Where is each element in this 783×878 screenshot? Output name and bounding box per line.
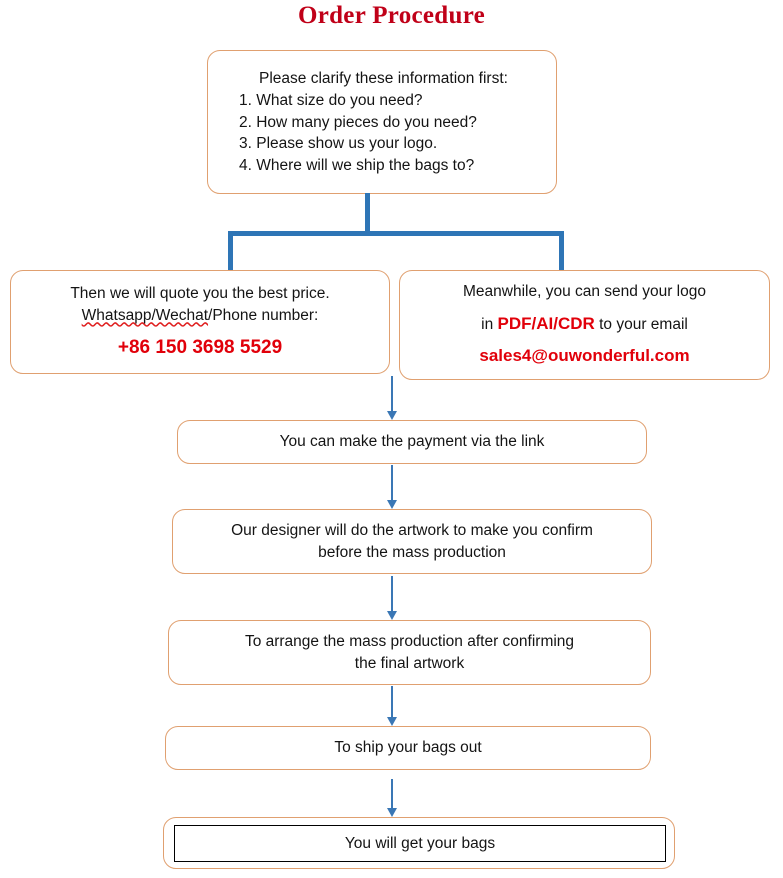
flow-box-clarify: Please clarify these information first: … [207, 50, 557, 194]
massprod-line-2: the final artwork [354, 654, 465, 672]
massprod-line-1: To arrange the mass production after con… [244, 633, 575, 651]
arrow-quote-to-payment-icon [384, 376, 400, 420]
flow-box-send-logo: Meanwhile, you can send your logo in PDF… [399, 270, 770, 380]
arrow-shaft [391, 576, 393, 612]
phone-number[interactable]: +86 150 3698 5529 [117, 336, 283, 358]
flow-box-payment: You can make the payment via the link [177, 420, 647, 464]
final-inner-frame: You will get your bags [174, 825, 666, 862]
quote-line-2-rest: /Phone number: [208, 307, 319, 325]
flow-box-quote: Then we will quote you the best price. W… [10, 270, 390, 374]
arrow-payment-to-artwork-icon [384, 465, 400, 509]
branch-connector-right-leg [559, 231, 564, 271]
page-title: Order Procedure [297, 2, 486, 29]
quote-line-1: Then we will quote you the best price. [70, 284, 330, 302]
arrow-head [387, 411, 397, 420]
arrow-shaft [391, 376, 393, 412]
email-address[interactable]: sales4@ouwonderful.com [479, 346, 690, 366]
arrow-head [387, 500, 397, 509]
flow-box-artwork: Our designer will do the artwork to make… [172, 509, 652, 574]
clarify-question-1: 1. What size do you need? [239, 92, 423, 110]
flow-box-mass-production: To arrange the mass production after con… [168, 620, 651, 685]
clarify-question-3: 3. Please show us your logo. [239, 135, 438, 153]
branch-connector-left-leg [228, 231, 233, 271]
logo-line-1: Meanwhile, you can send your logo [463, 283, 706, 301]
clarify-question-2: 2. How many pieces do you need? [239, 113, 477, 131]
arrow-shaft [391, 779, 393, 809]
arrow-artwork-to-massprod-icon [384, 576, 400, 620]
logo-line-2: in PDF/AI/CDR to your email [481, 314, 688, 335]
flow-box-ship: To ship your bags out [165, 726, 651, 770]
arrow-shaft [391, 686, 393, 718]
quote-spellcheck-text: Whatsapp/Wechat [81, 307, 209, 325]
flow-box-final: You will get your bags [163, 817, 675, 869]
logo-line-2-prefix: in [481, 315, 498, 333]
arrow-massprod-to-ship-icon [384, 686, 400, 726]
arrow-head [387, 717, 397, 726]
file-formats-label: PDF/AI/CDR [497, 313, 595, 333]
arrow-ship-to-final-icon [384, 779, 400, 817]
artwork-line-2: before the mass production [318, 543, 506, 561]
artwork-line-1: Our designer will do the artwork to make… [231, 522, 593, 540]
ship-line-1: To ship your bags out [334, 739, 482, 757]
payment-line-1: You can make the payment via the link [279, 433, 545, 451]
quote-line-2: Whatsapp/Wechat/Phone number: [82, 305, 319, 327]
clarify-question-4: 4. Where will we ship the bags to? [239, 156, 475, 174]
clarify-heading: Please clarify these information first: [259, 70, 508, 88]
arrow-head [387, 611, 397, 620]
final-line-1: You will get your bags [344, 834, 496, 852]
branch-connector-stem [365, 193, 370, 234]
arrow-head [387, 808, 397, 817]
logo-line-2-suffix: to your email [594, 315, 688, 333]
arrow-shaft [391, 465, 393, 501]
branch-connector-bar [228, 231, 564, 236]
